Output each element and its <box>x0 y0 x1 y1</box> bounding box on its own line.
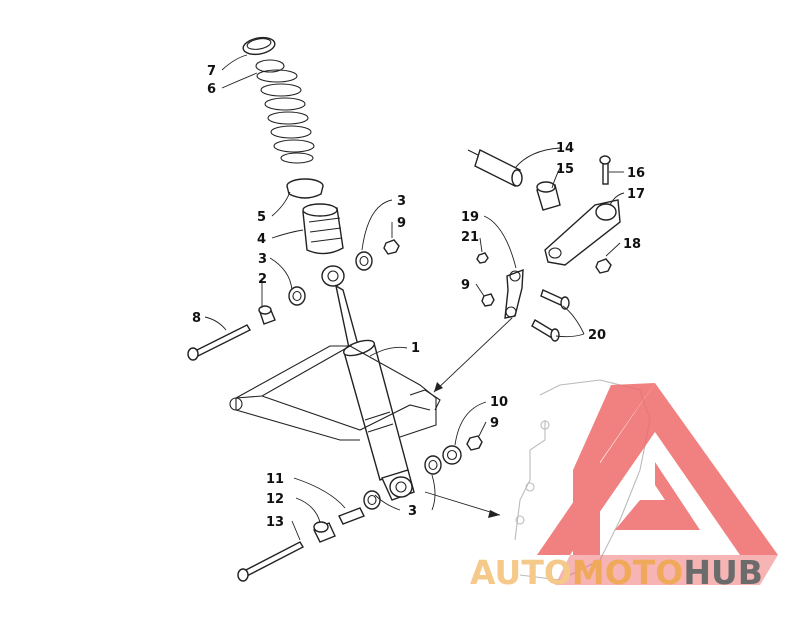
part-8-bolt <box>187 324 251 361</box>
part-19-link <box>504 268 524 319</box>
part-3-bushing-bottom-right <box>424 455 442 475</box>
part-11-sleeve <box>338 507 365 525</box>
part-1-shock-absorber <box>321 265 415 501</box>
callout-labels: 7 6 5 4 3 9 3 2 8 1 14 15 16 17 19 21 18… <box>192 64 645 530</box>
part-7-spring-cap <box>242 36 276 56</box>
callout-17: 17 <box>627 187 645 202</box>
part-14-rod <box>467 149 523 187</box>
callout-20: 20 <box>588 328 606 343</box>
part-16-bolt <box>599 155 611 185</box>
callout-10: 10 <box>490 395 508 410</box>
part-5-spring-seat <box>286 178 324 199</box>
callout-9-middle: 9 <box>461 278 470 293</box>
part-20-bolt-upper <box>540 289 570 310</box>
part-21-nut <box>476 252 489 264</box>
callout-15: 15 <box>556 162 574 177</box>
part-3-bushing-bottom-left <box>363 490 381 510</box>
callout-3-bottom: 3 <box>408 504 417 519</box>
part-3-bushing-top-right <box>355 251 373 271</box>
part-10-spacer <box>442 445 462 465</box>
callout-16: 16 <box>627 166 645 181</box>
part-18-nut <box>595 258 612 274</box>
part-3-bushing-top-left <box>288 286 306 306</box>
watermark-auto: AUTO <box>470 553 572 592</box>
callout-12: 12 <box>266 492 284 507</box>
part-9-nut-bottom <box>466 435 483 451</box>
part-17-bellcrank <box>544 199 621 266</box>
callout-9-bottom: 9 <box>490 416 499 431</box>
callout-11: 11 <box>266 472 284 487</box>
watermark-text: AUTOMOTOHUB <box>470 553 763 592</box>
part-13-bolt <box>237 541 304 582</box>
watermark-logo <box>537 383 778 585</box>
part-9-nut-top <box>383 239 400 255</box>
part-20-bolt-lower <box>531 319 560 342</box>
part-4-bump-stop <box>302 203 344 255</box>
part-9-nut-middle <box>481 293 495 307</box>
callout-18: 18 <box>623 237 641 252</box>
callout-8: 8 <box>192 311 201 326</box>
watermark-moto: MOTO <box>572 553 683 592</box>
callout-9-top: 9 <box>397 216 406 231</box>
watermark-hub: HUB <box>683 553 763 592</box>
part-6-coil-spring <box>255 59 315 164</box>
callout-3-top-left: 3 <box>258 252 267 267</box>
callout-3-top-right: 3 <box>397 194 406 209</box>
part-suspension-arm <box>229 345 441 441</box>
part-12-bushing <box>313 521 336 543</box>
callout-2: 2 <box>258 272 267 287</box>
callout-6: 6 <box>207 82 216 97</box>
callout-19: 19 <box>461 210 479 225</box>
callout-4: 4 <box>257 232 266 247</box>
callout-7: 7 <box>207 64 216 79</box>
callout-1: 1 <box>411 341 420 356</box>
callout-13: 13 <box>266 515 284 530</box>
part-15-bushing <box>536 181 561 211</box>
callout-14: 14 <box>556 141 574 156</box>
callout-5: 5 <box>257 210 266 225</box>
leader-lines <box>204 54 625 541</box>
part-2-sleeve <box>258 305 276 325</box>
callout-21: 21 <box>461 230 479 245</box>
